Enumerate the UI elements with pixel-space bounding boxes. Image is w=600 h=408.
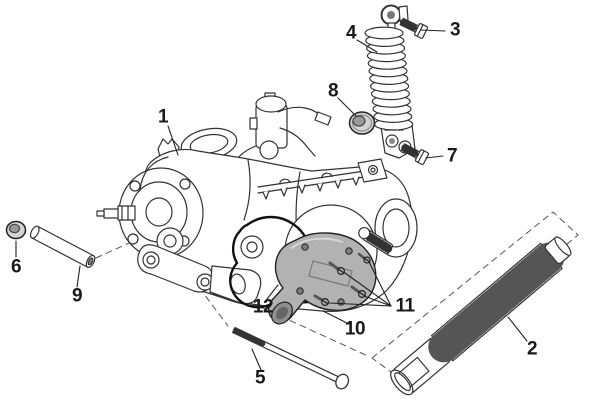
screw-leaders bbox=[328, 261, 392, 307]
callout-rubber-cap[interactable]: 6 bbox=[10, 256, 22, 278]
callout-transmission-cover[interactable]: 10 bbox=[344, 318, 366, 340]
corrugated-tube bbox=[390, 236, 572, 396]
spark-plug bbox=[96, 205, 136, 221]
callout-spacer-tube[interactable]: 9 bbox=[71, 285, 83, 307]
rubber-cap-6 bbox=[5, 220, 27, 240]
callout-rubber-grommet[interactable]: 8 bbox=[327, 80, 339, 102]
carburetor bbox=[232, 92, 332, 168]
leader-lines bbox=[15, 29, 528, 371]
callout-cover-gasket[interactable]: 12 bbox=[252, 296, 274, 318]
cover-screws bbox=[313, 252, 371, 307]
tensioner-stud bbox=[358, 226, 394, 255]
lower-shock-bolt bbox=[400, 143, 430, 166]
top-rail bbox=[257, 158, 388, 200]
callout-corrugated-sleeve[interactable]: 2 bbox=[526, 338, 538, 360]
shock-spring bbox=[364, 26, 414, 131]
rubber-grommet-8 bbox=[348, 111, 376, 135]
bottom-mount bbox=[137, 244, 262, 307]
callout-upper-shock-bolt[interactable]: 3 bbox=[449, 19, 461, 41]
callout-lower-shock-bolt[interactable]: 7 bbox=[446, 145, 458, 167]
callout-shock-absorber[interactable]: 4 bbox=[345, 22, 357, 44]
engine-mounting-bolt bbox=[232, 326, 350, 390]
callout-engine-assembly[interactable]: 1 bbox=[157, 106, 169, 128]
spacer-tube bbox=[29, 225, 96, 269]
transmission-cover bbox=[268, 232, 377, 325]
callout-cover-screws[interactable]: 11 bbox=[395, 295, 415, 317]
upper-shock-bolt bbox=[399, 17, 429, 39]
callout-engine-bolt[interactable]: 5 bbox=[254, 367, 266, 389]
